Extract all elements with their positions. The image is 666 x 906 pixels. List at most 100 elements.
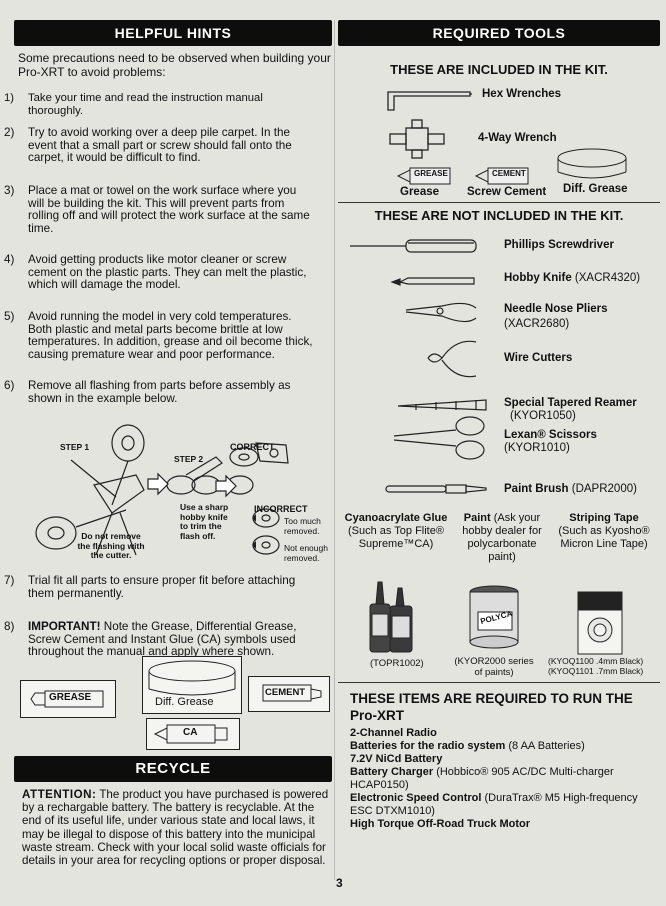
page-number: 3 <box>336 876 343 890</box>
included-tools-drawings <box>387 91 627 185</box>
run-item: High Torque Off-Road Truck Motor <box>350 818 660 831</box>
lexan-scissors-label: Lexan® Scissors <box>504 429 597 441</box>
needle-nose-pliers-label: Needle Nose Pliers <box>504 303 608 315</box>
run-item: Batteries for the radio system (8 AA Bat… <box>350 740 660 753</box>
supplies-drawings <box>369 581 623 655</box>
hint-6: 6) Remove all flashing from parts before… <box>4 379 314 405</box>
lexan-scissors-code: (KYOR1010) <box>504 442 570 454</box>
flashing-diagram: STEP 1 STEP 2 CORRECT INCORRECT Do not r… <box>16 415 334 577</box>
hint-7: 7) Trial fit all parts to ensure proper … <box>4 574 314 600</box>
paint-brush-name: Paint Brush <box>504 483 569 495</box>
not-included-title: THESE ARE NOT INCLUDED IN THE KIT. <box>374 208 624 223</box>
do-not-note: Do not remove the flashing with the cutt… <box>77 531 145 560</box>
run-item-detail: (DuraTrax® M5 High-frequency ESC DTXM101… <box>350 792 638 817</box>
recycle-attention: ATTENTION: <box>22 788 97 801</box>
run-item: 7.2V NiCd Battery <box>350 753 660 766</box>
run-item-name: High Torque Off-Road Truck Motor <box>350 818 531 830</box>
hint-number: 7) <box>4 574 15 587</box>
section-divider-2 <box>338 682 660 683</box>
hobby-knife-name: Hobby Knife <box>504 272 572 284</box>
run-item-name: Batteries for the radio system <box>350 740 506 752</box>
not-included-tools-drawings <box>350 239 487 494</box>
cement-tube-label: CEMENT <box>492 169 526 178</box>
use-knife-note: Use a sharp hobby knife to trim the flas… <box>180 502 229 541</box>
run-item-name: 7.2V NiCd Battery <box>350 753 443 765</box>
striping-tape-info: Striping Tape (Such as Kyosho® Micron Li… <box>548 512 660 551</box>
paint-brush-label: Paint Brush (DAPR2000) <box>504 483 637 495</box>
run-items-title: THESE ITEMS ARE REQUIRED TO RUN THE Pro-… <box>350 691 633 723</box>
run-items-list: 2-Channel Radio Batteries for the radio … <box>350 727 660 831</box>
section-divider <box>338 202 660 203</box>
cement-symbol-label: CEMENT <box>265 687 306 698</box>
hint-number: 8) <box>4 620 15 633</box>
important-label: IMPORTANT! <box>28 620 101 633</box>
hint-4: 4) Avoid getting products like motor cle… <box>4 253 314 292</box>
step2-label: STEP 2 <box>174 454 204 464</box>
grease-tube-label: GREASE <box>414 169 448 178</box>
striping-tape-name: Striping Tape <box>569 512 639 524</box>
hint-text: Trial fit all parts to ensure proper fit… <box>28 574 296 600</box>
hobby-knife-label: Hobby Knife (XACR4320) <box>504 272 640 284</box>
striping-tape-desc: (Such as Kyosho® Micron Line Tape) <box>558 525 650 550</box>
hint-number: 4) <box>4 253 15 266</box>
tape-code-2: (KYOQ1101 .7mm Black) <box>548 666 644 676</box>
hint-text: Avoid running the model in very cold tem… <box>28 310 313 361</box>
hint-8: 8) IMPORTANT! Note the Grease, Different… <box>4 620 314 659</box>
included-title: THESE ARE INCLUDED IN THE KIT. <box>390 62 608 77</box>
hint-5: 5) Avoid running the model in very cold … <box>4 310 314 361</box>
needle-nose-pliers-code: (XACR2680) <box>504 318 570 330</box>
hint-number: 6) <box>4 379 15 392</box>
helpful-hints-banner: HELPFUL HINTS <box>14 20 332 46</box>
paint-desc: (Ask your hobby dealer for polycarbonate… <box>462 512 542 563</box>
column-divider <box>334 20 335 880</box>
hex-wrenches-label: Hex Wrenches <box>482 88 562 100</box>
ca-symbol-label: CA <box>183 727 198 738</box>
hint-text: Remove all flashing from parts before as… <box>28 379 291 405</box>
required-tools-column: REQUIRED TOOLS <box>338 20 660 46</box>
correct-label: CORRECT <box>230 442 275 452</box>
too-much-note: Too much removed. <box>284 516 321 536</box>
ca-glue-name: Cyanoacrylate Glue <box>344 512 448 524</box>
ca-symbol: CA <box>146 718 240 750</box>
recycle-body: The product you have purchased is powere… <box>22 788 329 868</box>
paint-name: Paint <box>463 512 491 524</box>
hint-2: 2) Try to avoid working over a deep pile… <box>4 126 314 165</box>
grease-label: Grease <box>400 186 440 198</box>
hint-text: Take your time and read the instruction … <box>28 92 263 117</box>
hobby-knife-code: (XACR4320) <box>571 272 641 284</box>
grease-symbol-label: GREASE <box>49 692 92 703</box>
hint-text: Avoid getting products like motor cleane… <box>28 253 307 291</box>
run-item-name: Electronic Speed Control <box>350 792 482 804</box>
run-item-name: 2-Channel Radio <box>350 727 437 739</box>
ca-glue-desc: (Such as Top Flite® Supreme™CA) <box>348 525 444 550</box>
run-item: 2-Channel Radio <box>350 727 660 740</box>
hint-number: 5) <box>4 310 15 323</box>
diff-grease-symbol-label: Diff. Grease <box>155 696 214 708</box>
recycle-banner: RECYCLE <box>14 756 332 782</box>
tapered-reamer-label: Special Tapered Reamer <box>504 397 637 409</box>
ca-glue-info: Cyanoacrylate Glue (Such as Top Flite® S… <box>340 512 452 551</box>
run-item-name: Battery Charger <box>350 766 434 778</box>
cement-symbol: CEMENT <box>248 676 330 712</box>
hint-text: IMPORTANT! Note the Grease, Differential… <box>28 620 314 659</box>
tape-codes: (KYOQ1100 .4mm Black) (KYOQ1101 .7mm Bla… <box>548 656 643 676</box>
flashing-illustration <box>35 424 289 556</box>
hint-number: 2) <box>4 126 15 139</box>
paint-code: (KYOR2000 series of paints) <box>454 656 534 678</box>
four-way-wrench-label: 4-Way Wrench <box>478 132 557 144</box>
hint-3: 3) Place a mat or towel on the work surf… <box>4 184 314 235</box>
wire-cutters-label: Wire Cutters <box>504 352 573 364</box>
grease-symbol: GREASE <box>20 680 116 718</box>
hint-number: 1) <box>4 92 15 104</box>
run-item: Electronic Speed Control (DuraTrax® M5 H… <box>350 792 660 818</box>
hints-intro: Some precautions need to be observed whe… <box>18 51 331 79</box>
run-item-detail: (8 AA Batteries) <box>505 740 585 752</box>
incorrect-label: INCORRECT <box>254 504 308 514</box>
paint-info: Paint (Ask your hobby dealer for polycar… <box>456 512 548 564</box>
tape-code-1: (KYOQ1100 .4mm Black) <box>548 656 644 666</box>
hint-number: 3) <box>4 184 15 197</box>
tapered-reamer-code: (KYOR1050) <box>510 410 576 422</box>
diff-grease-label: Diff. Grease <box>563 183 628 195</box>
ca-glue-code: (TOPR1002) <box>370 658 424 669</box>
